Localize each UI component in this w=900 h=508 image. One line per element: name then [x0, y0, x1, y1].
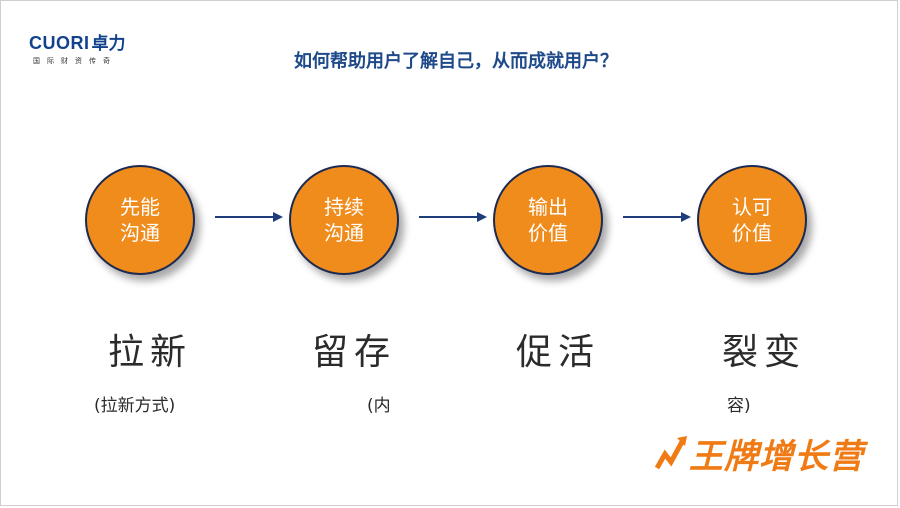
- stage-label-activation: 促活: [515, 332, 600, 373]
- brand-text: 王牌增长营: [689, 437, 864, 477]
- arrow-right-icon: [215, 212, 283, 222]
- brand-logo: 王牌增长营: [655, 429, 864, 478]
- step-4-line1: 认可: [732, 195, 772, 219]
- note-content-close: 容): [727, 396, 751, 416]
- cuori-logo: CUORI 卓力 国际财资传奇: [29, 29, 126, 66]
- slide-title: 如何帮助用户了解自己，从而成就用户？: [294, 51, 618, 72]
- note-content-open: (内: [367, 396, 391, 416]
- stage-label-referral: 裂变: [721, 332, 806, 373]
- step-1-line2: 沟通: [120, 221, 160, 245]
- step-circle-2: 持续 沟通: [289, 165, 399, 275]
- step-circle-4: 认可 价值: [697, 165, 807, 275]
- logo-cn: 卓力: [91, 34, 126, 54]
- step-4-line2: 价值: [732, 221, 772, 245]
- arrow-right-icon: [419, 212, 487, 222]
- stage-label-retention: 留存: [311, 332, 396, 373]
- step-3-line2: 价值: [528, 221, 568, 245]
- note-acquisition-method: (拉新方式): [94, 396, 176, 416]
- logo-tagline: 国际财资传奇: [33, 57, 117, 65]
- arrow-right-icon: [623, 212, 691, 222]
- step-circle-3: 输出 价值: [493, 165, 603, 275]
- step-2-line2: 沟通: [324, 221, 364, 245]
- logo-text: CUORI: [29, 33, 90, 53]
- step-1-line1: 先能: [120, 195, 160, 219]
- step-2-line1: 持续: [324, 195, 364, 219]
- step-circle-1: 先能 沟通: [85, 165, 195, 275]
- stage-label-acquisition: 拉新: [107, 332, 192, 373]
- step-3-line1: 输出: [528, 195, 568, 219]
- growth-arrow-icon: [655, 435, 687, 469]
